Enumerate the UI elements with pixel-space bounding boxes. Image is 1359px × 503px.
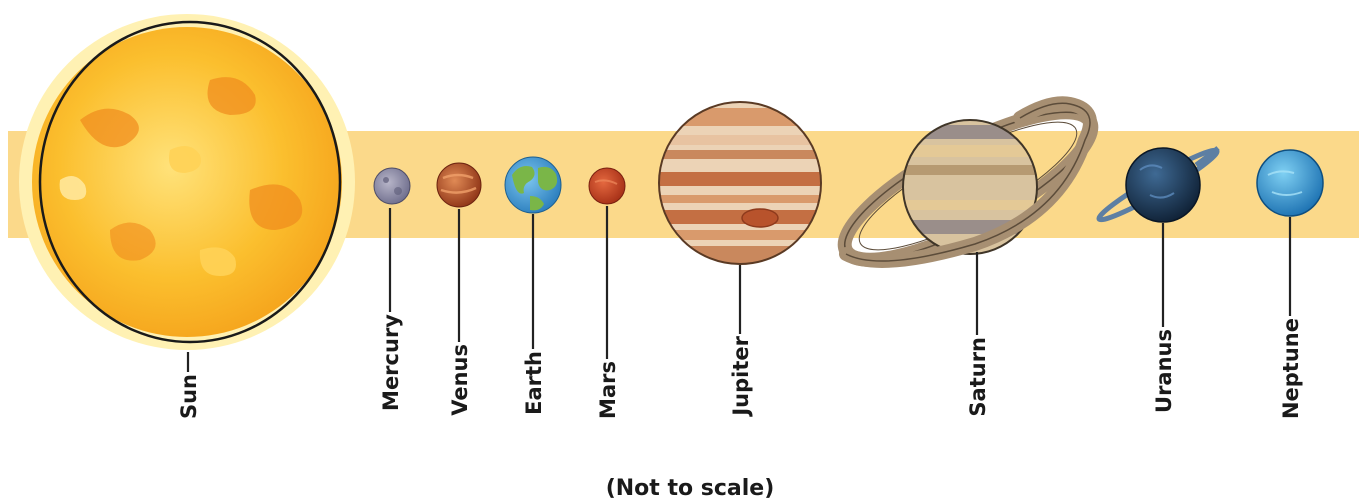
label-jupiter: Jupiter — [729, 335, 753, 417]
venus-icon — [437, 163, 481, 207]
mars-icon — [589, 168, 625, 204]
label-earth: Earth — [522, 351, 546, 415]
earth-icon — [505, 157, 561, 213]
label-venus: Venus — [448, 344, 472, 416]
jupiter-icon — [655, 102, 825, 266]
label-sun: Sun — [177, 374, 201, 419]
label-neptune: Neptune — [1279, 318, 1303, 419]
mercury-icon — [374, 168, 410, 204]
label-mars: Mars — [596, 361, 620, 419]
sun-icon — [19, 14, 355, 350]
scale-note: (Not to scale) — [606, 476, 775, 501]
label-mercury: Mercury — [379, 314, 403, 411]
saturn-body — [900, 120, 1040, 254]
label-uranus: Uranus — [1152, 329, 1176, 413]
label-saturn: Saturn — [966, 337, 990, 417]
neptune-icon — [1257, 150, 1323, 216]
